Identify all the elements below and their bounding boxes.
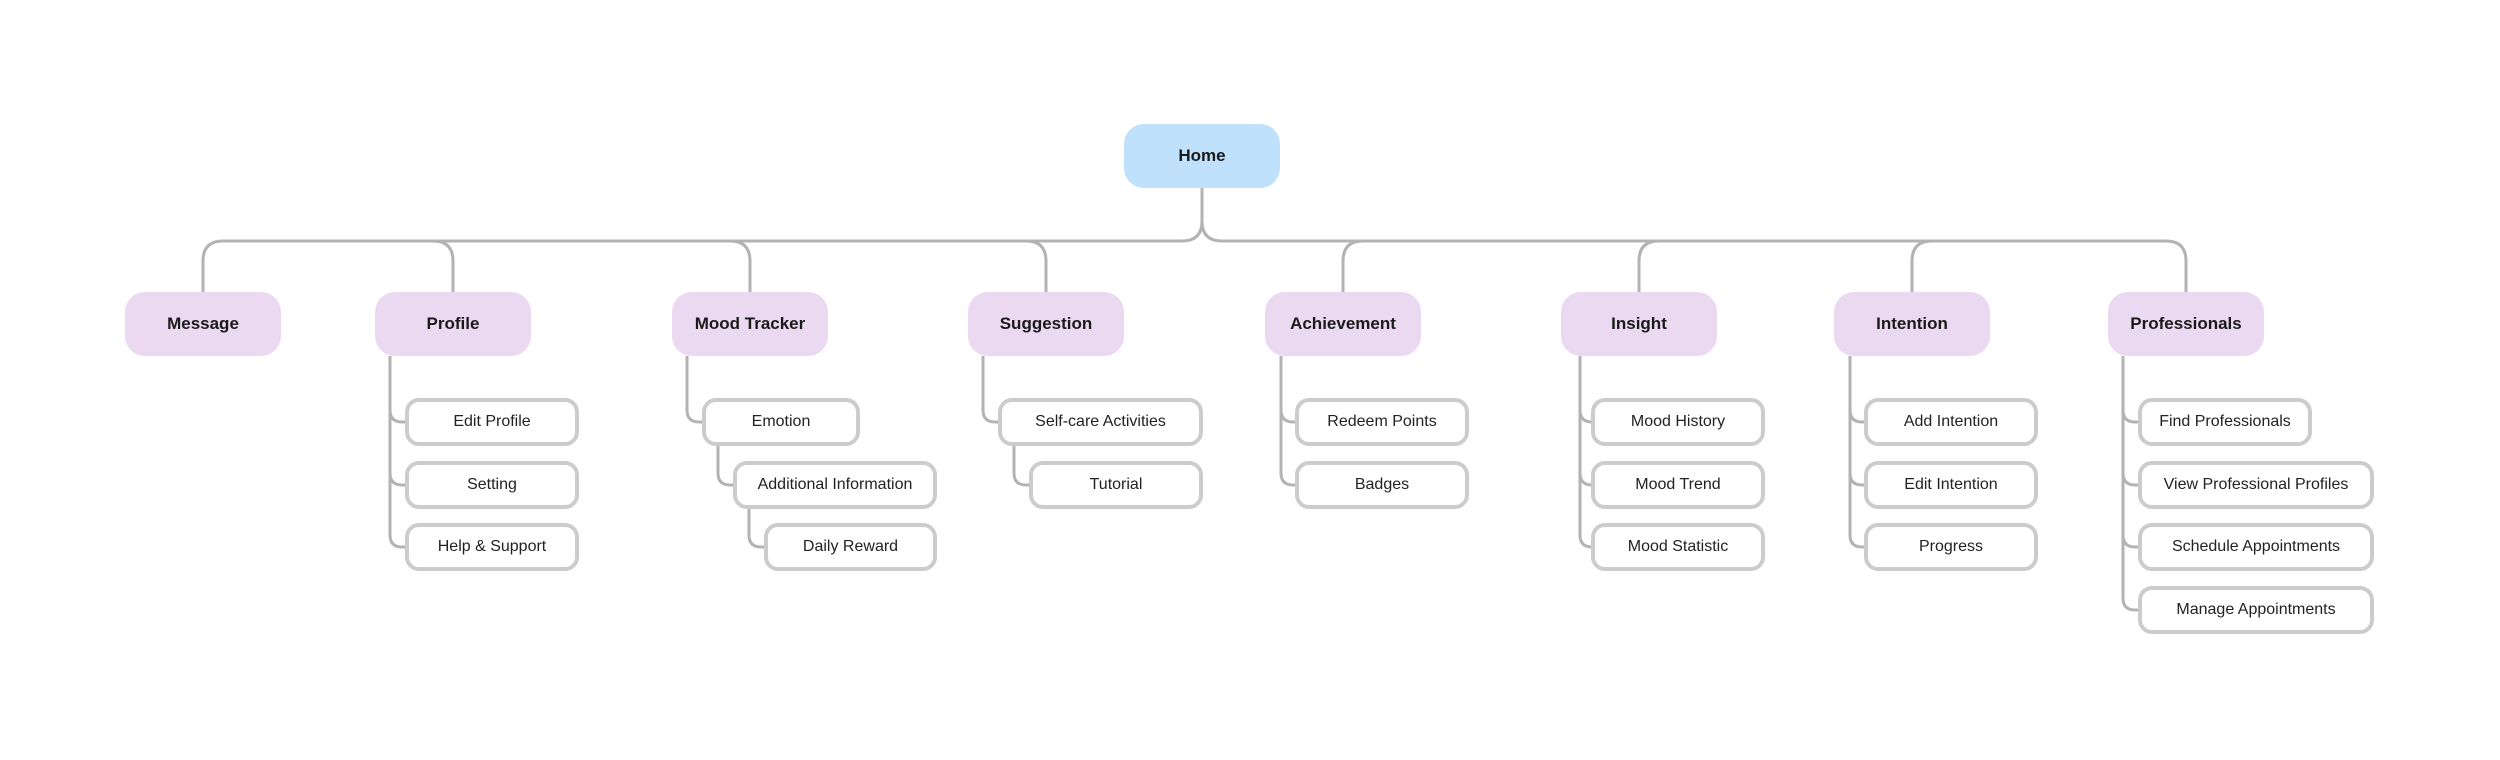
leaf-schedule-appointments[interactable]: Schedule Appointments bbox=[2138, 523, 2374, 571]
leaf-edit-intention[interactable]: Edit Intention bbox=[1864, 461, 2038, 509]
leaf-additional-information[interactable]: Additional Information bbox=[733, 461, 937, 509]
leaf-progress[interactable]: Progress bbox=[1864, 523, 2038, 571]
connector-profile bbox=[388, 409, 405, 424]
leaf-help-support[interactable]: Help & Support bbox=[405, 523, 579, 571]
category-achievement[interactable]: Achievement bbox=[1265, 292, 1421, 356]
connector-intention bbox=[1848, 472, 1864, 487]
connector-suggestion bbox=[1012, 446, 1029, 487]
leaf-redeem-points[interactable]: Redeem Points bbox=[1295, 398, 1469, 446]
connector-drop bbox=[432, 239, 455, 292]
leaf-emotion[interactable]: Emotion bbox=[702, 398, 860, 446]
connector-mood-tracker bbox=[747, 509, 764, 549]
category-intention[interactable]: Intention bbox=[1834, 292, 1990, 356]
connector-bar-left bbox=[201, 188, 1204, 292]
connector-achievement bbox=[1279, 409, 1295, 424]
leaf-daily-reward[interactable]: Daily Reward bbox=[764, 523, 937, 571]
connector-drop bbox=[1637, 239, 1660, 292]
leaf-badges[interactable]: Badges bbox=[1295, 461, 1469, 509]
connector-suggestion bbox=[981, 356, 998, 424]
connector-mood-tracker bbox=[716, 446, 733, 487]
leaf-find-professionals[interactable]: Find Professionals bbox=[2138, 398, 2312, 446]
category-profile[interactable]: Profile bbox=[375, 292, 531, 356]
leaf-edit-profile[interactable]: Edit Profile bbox=[405, 398, 579, 446]
leaf-view-professional-profiles[interactable]: View Professional Profiles bbox=[2138, 461, 2374, 509]
home-node[interactable]: Home bbox=[1124, 124, 1280, 188]
connector-profile bbox=[388, 472, 405, 487]
connector-professionals bbox=[2121, 472, 2138, 487]
connector-drop bbox=[729, 239, 752, 292]
connector-drop bbox=[1025, 239, 1048, 292]
category-suggestion[interactable]: Suggestion bbox=[968, 292, 1124, 356]
category-insight[interactable]: Insight bbox=[1561, 292, 1717, 356]
connector-professionals bbox=[2121, 534, 2138, 549]
leaf-setting[interactable]: Setting bbox=[405, 461, 579, 509]
connector-drop bbox=[1341, 239, 1364, 292]
connector-drop bbox=[1910, 239, 1933, 292]
connector-bar-right bbox=[1200, 220, 2188, 292]
leaf-mood-statistic[interactable]: Mood Statistic bbox=[1591, 523, 1765, 571]
connector-insight bbox=[1578, 356, 1593, 549]
connector-intention bbox=[1848, 409, 1864, 424]
leaf-self-care-activities[interactable]: Self-care Activities bbox=[998, 398, 1203, 446]
connector-achievement bbox=[1279, 356, 1295, 487]
connector-intention bbox=[1848, 356, 1864, 549]
leaf-manage-appointments[interactable]: Manage Appointments bbox=[2138, 586, 2374, 634]
category-professionals[interactable]: Professionals bbox=[2108, 292, 2264, 356]
connector-professionals bbox=[2121, 356, 2138, 612]
leaf-tutorial[interactable]: Tutorial bbox=[1029, 461, 1203, 509]
leaf-add-intention[interactable]: Add Intention bbox=[1864, 398, 2038, 446]
leaf-mood-history[interactable]: Mood History bbox=[1591, 398, 1765, 446]
connector-profile bbox=[388, 356, 405, 549]
leaf-mood-trend[interactable]: Mood Trend bbox=[1591, 461, 1765, 509]
connector-professionals bbox=[2121, 409, 2138, 424]
category-mood-tracker[interactable]: Mood Tracker bbox=[672, 292, 828, 356]
category-message[interactable]: Message bbox=[125, 292, 281, 356]
connector-mood-tracker bbox=[685, 356, 702, 424]
